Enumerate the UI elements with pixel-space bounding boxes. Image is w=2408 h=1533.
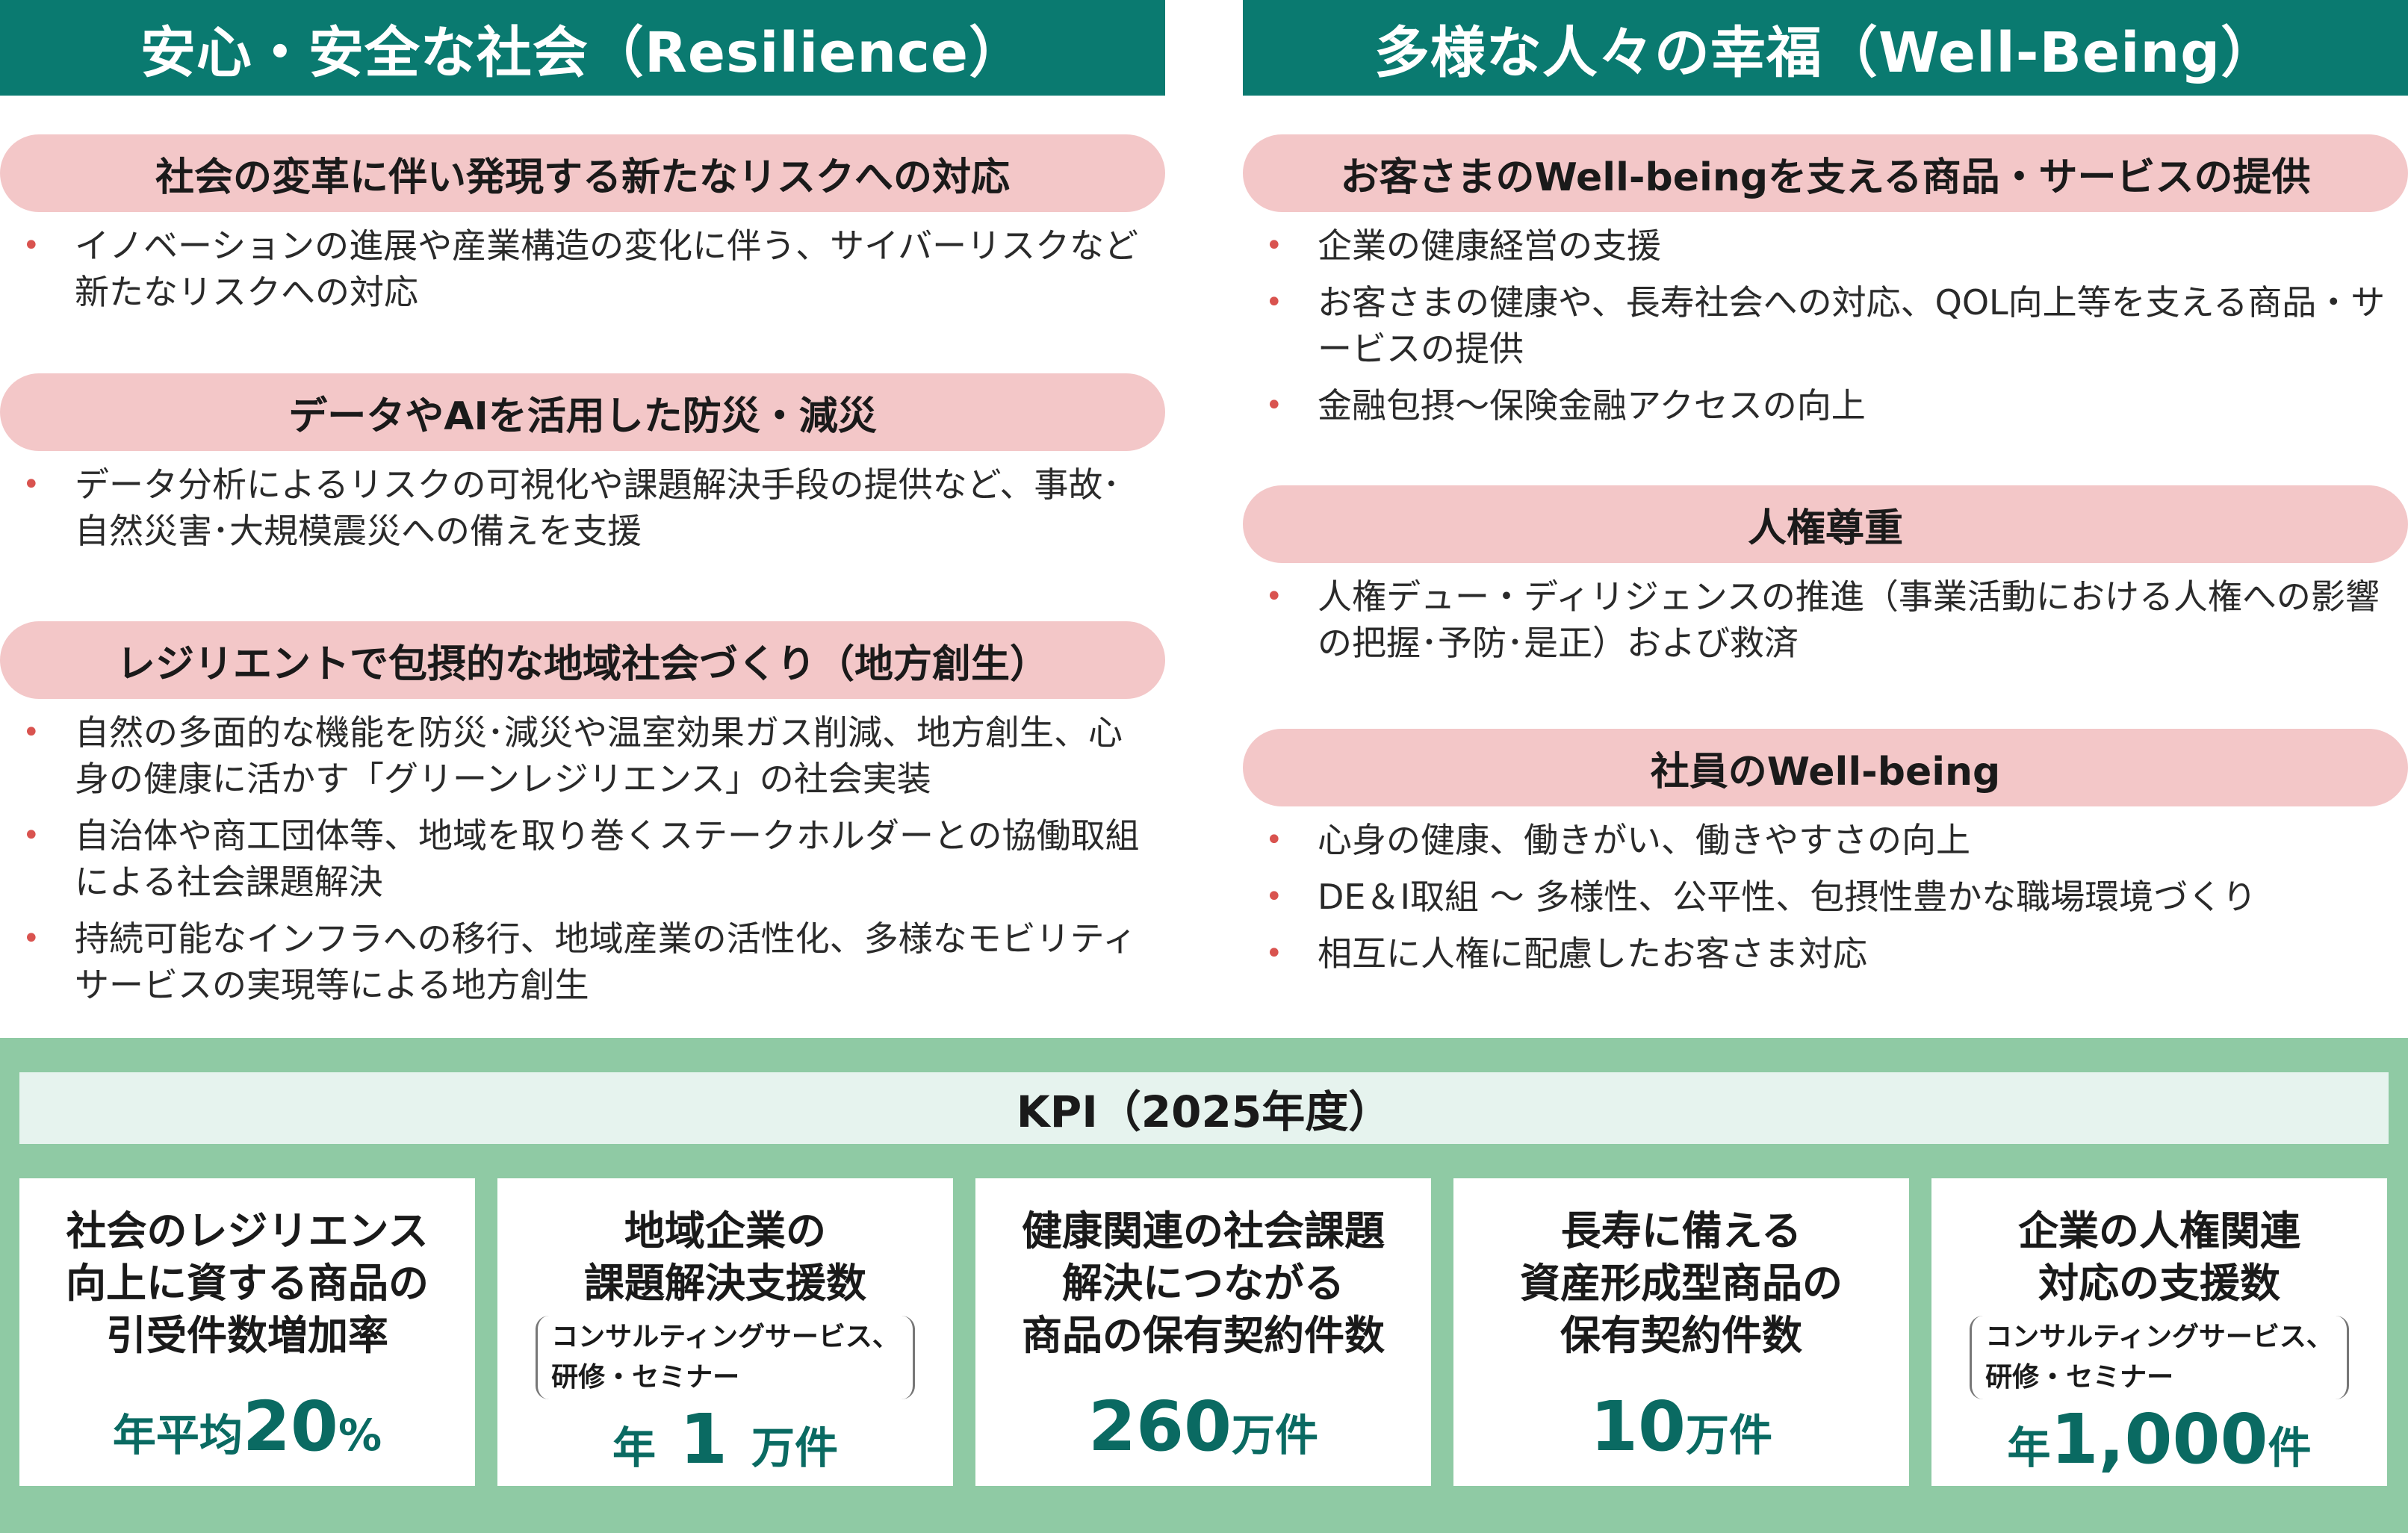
section-human-rights: 人権尊重 人権デュー・ディリジェンスの推進（事業活動における人権への影響の把握･… xyxy=(1243,485,2408,666)
bullet-item: データ分析によるリスクの可視化や課題解決手段の提供など、事故･自然災害･大規模震… xyxy=(0,461,1165,554)
kpi-label: 社会のレジリエンス 向上に資する商品の 引受件数増加率 xyxy=(66,1207,429,1359)
bullet-item: 企業の健康経営の支援 xyxy=(1243,223,2408,269)
kpi-label: 健康関連の社会課題 解決につながる 商品の保有契約件数 xyxy=(1022,1207,1385,1359)
section-employee-wellbeing: 社員のWell-being 心身の健康、働きがい、働きやすさの向上 DE＆I取組… xyxy=(1243,729,2408,977)
kpi-value: 10万件 xyxy=(1589,1387,1773,1467)
bullet-list: 自然の多面的な機能を防災･減災や温室効果ガス削減、地方創生、心身の健康に活かす「… xyxy=(0,709,1165,1008)
kpi-label: 企業の人権関連 対応の支援数 xyxy=(2018,1207,2300,1307)
kpi-value: 260万件 xyxy=(1087,1387,1319,1467)
kpi-title: KPI（2025年度） xyxy=(19,1072,2389,1144)
bullet-item: 自治体や商工団体等、地域を取り巻くステークホルダーとの協働取組による社会課題解決 xyxy=(0,812,1165,905)
bullet-list: データ分析によるリスクの可視化や課題解決手段の提供など、事故･自然災害･大規模震… xyxy=(0,461,1165,554)
bullet-item: 自然の多面的な機能を防災･減災や温室効果ガス削減、地方創生、心身の健康に活かす「… xyxy=(0,709,1165,802)
kpi-label: 地域企業の 課題解決支援数 xyxy=(584,1207,866,1307)
bullet-item: お客さまの健康や、長寿社会への対応、QOL向上等を支える商品・サービスの提供 xyxy=(1243,279,2408,372)
section-title: 社会の変革に伴い発現する新たなリスクへの対応 xyxy=(0,134,1165,212)
section-title: お客さまのWell-beingを支える商品・サービスの提供 xyxy=(1243,134,2408,212)
kpi-card-human-rights-support: 企業の人権関連 対応の支援数 コンサルティングサービス、 研修・セミナー 年1,… xyxy=(1931,1178,2387,1486)
kpi-card-regional-support: 地域企業の 課題解決支援数 コンサルティングサービス、 研修・セミナー 年 1 … xyxy=(497,1178,953,1486)
wellbeing-header: 多様な人々の幸福（Well-Being） xyxy=(1243,0,2408,96)
bullet-item: 相互に人権に配慮したお客さま対応 xyxy=(1243,930,2408,977)
section-title: 人権尊重 xyxy=(1243,485,2408,563)
section-disaster-prevention: データやAIを活用した防災・減災 データ分析によるリスクの可視化や課題解決手段の… xyxy=(0,373,1165,554)
kpi-label: 長寿に備える 資産形成型商品の 保有契約件数 xyxy=(1520,1207,1843,1359)
kpi-card-health-products: 健康関連の社会課題 解決につながる 商品の保有契約件数 260万件 xyxy=(975,1178,1431,1486)
bullet-list: 心身の健康、働きがい、働きやすさの向上 DE＆I取組 ～ 多様性、公平性、包摂性… xyxy=(1243,817,2408,977)
bullet-item: 持続可能なインフラへの移行、地域産業の活性化、多様なモビリティサービスの実現等に… xyxy=(0,915,1165,1008)
kpi-note: コンサルティングサービス、 研修・セミナー xyxy=(1970,1316,2349,1399)
section-title: レジリエントで包摂的な地域社会づくり（地方創生） xyxy=(0,621,1165,699)
bullet-item: 人権デュー・ディリジェンスの推進（事業活動における人権への影響の把握･予防･是正… xyxy=(1243,573,2408,666)
kpi-card-longevity-products: 長寿に備える 資産形成型商品の 保有契約件数 10万件 xyxy=(1453,1178,1909,1486)
section-regional-community: レジリエントで包摂的な地域社会づくり（地方創生） 自然の多面的な機能を防災･減災… xyxy=(0,621,1165,1008)
section-new-risks: 社会の変革に伴い発現する新たなリスクへの対応 イノベーションの進展や産業構造の変… xyxy=(0,134,1165,315)
kpi-value: 年1,000件 xyxy=(2007,1399,2312,1479)
section-title: データやAIを活用した防災・減災 xyxy=(0,373,1165,451)
bullet-list: イノベーションの進展や産業構造の変化に伴う、サイバーリスクなど新たなリスクへの対… xyxy=(0,223,1165,315)
wellbeing-column: 多様な人々の幸福（Well-Being） お客さまのWell-beingを支える… xyxy=(1243,0,2408,977)
resilience-header: 安心・安全な社会（Resilience） xyxy=(0,0,1165,96)
kpi-value: 年平均20% xyxy=(112,1387,382,1467)
resilience-column: 安心・安全な社会（Resilience） 社会の変革に伴い発現する新たなリスクへ… xyxy=(0,0,1165,1005)
bullet-item: DE＆I取組 ～ 多様性、公平性、包摂性豊かな職場環境づくり xyxy=(1243,874,2408,920)
bullet-item: 心身の健康、働きがい、働きやすさの向上 xyxy=(1243,817,2408,863)
kpi-value: 年 1 万件 xyxy=(612,1399,839,1479)
bullet-list: 人権デュー・ディリジェンスの推進（事業活動における人権への影響の把握･予防･是正… xyxy=(1243,573,2408,666)
section-customer-wellbeing: お客さまのWell-beingを支える商品・サービスの提供 企業の健康経営の支援… xyxy=(1243,134,2408,429)
bullet-list: 企業の健康経営の支援 お客さまの健康や、長寿社会への対応、QOL向上等を支える商… xyxy=(1243,223,2408,429)
kpi-note: コンサルティングサービス、 研修・セミナー xyxy=(536,1316,915,1399)
section-title: 社員のWell-being xyxy=(1243,729,2408,806)
bullet-item: イノベーションの進展や産業構造の変化に伴う、サイバーリスクなど新たなリスクへの対… xyxy=(0,223,1165,315)
bullet-item: 金融包摂～保険金融アクセスの向上 xyxy=(1243,382,2408,429)
kpi-card-resilience-products: 社会のレジリエンス 向上に資する商品の 引受件数増加率 年平均20% xyxy=(19,1178,475,1486)
